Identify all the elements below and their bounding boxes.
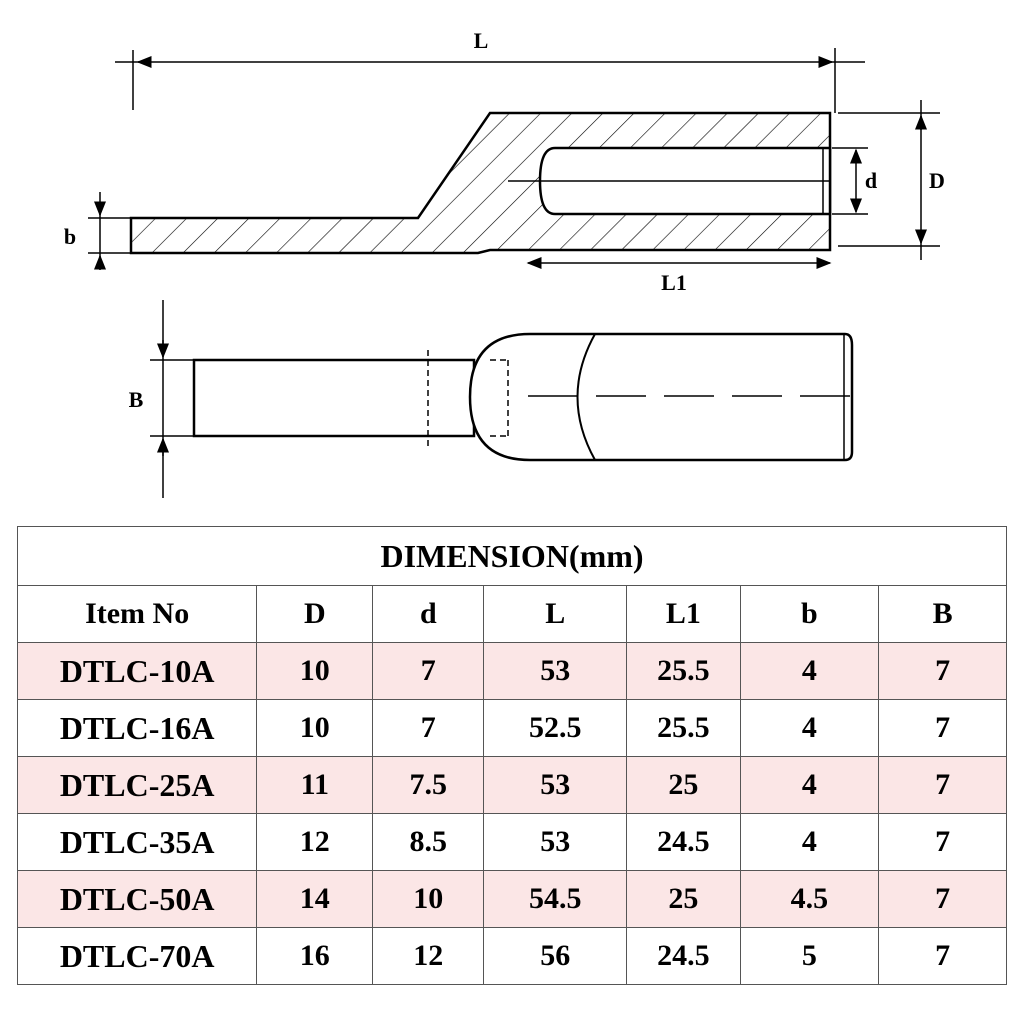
table-title: DIMENSION(mm) bbox=[17, 526, 1007, 586]
cell-B: 7 bbox=[878, 699, 1007, 757]
cell-b: 4 bbox=[739, 642, 880, 700]
cell-D: 16 bbox=[256, 927, 374, 985]
cell-B: 7 bbox=[878, 927, 1007, 985]
table-row: DTLC-10A 10 7 53 25.5 4 7 bbox=[16, 642, 1007, 700]
header-b: b bbox=[739, 585, 880, 643]
table-row: DTLC-16A 10 7 52.5 25.5 4 7 bbox=[16, 699, 1007, 757]
cell-L: 56 bbox=[483, 927, 628, 985]
cell-b: 5 bbox=[739, 927, 880, 985]
cell-b: 4 bbox=[739, 756, 880, 814]
cell-b: 4.5 bbox=[739, 870, 880, 928]
cell-d: 7 bbox=[372, 699, 485, 757]
cell-b: 4 bbox=[739, 699, 880, 757]
cell-L1: 25.5 bbox=[626, 642, 741, 700]
cell-d: 12 bbox=[372, 927, 485, 985]
cell-B: 7 bbox=[878, 756, 1007, 814]
cell-D: 11 bbox=[256, 756, 374, 814]
cell-d: 7.5 bbox=[372, 756, 485, 814]
cell-D: 14 bbox=[256, 870, 374, 928]
lug-technical-drawing: L L1 D d b bbox=[64, 28, 945, 498]
cell-item-no: DTLC-10A bbox=[16, 642, 258, 700]
cell-B: 7 bbox=[878, 813, 1007, 871]
cell-L1: 25 bbox=[626, 756, 741, 814]
cell-D: 10 bbox=[256, 642, 374, 700]
header-L1: L1 bbox=[626, 585, 741, 643]
cell-item-no: DTLC-70A bbox=[16, 927, 258, 985]
cell-d: 7 bbox=[372, 642, 485, 700]
header-item-no: Item No bbox=[16, 585, 258, 643]
cell-D: 12 bbox=[256, 813, 374, 871]
cell-L1: 25 bbox=[626, 870, 741, 928]
cell-item-no: DTLC-50A bbox=[16, 870, 258, 928]
dim-label-L1: L1 bbox=[661, 270, 687, 295]
lug-tongue bbox=[192, 358, 476, 438]
dim-label-d: d bbox=[865, 168, 877, 193]
cell-D: 10 bbox=[256, 699, 374, 757]
cell-L: 54.5 bbox=[483, 870, 628, 928]
dim-label-B: B bbox=[129, 387, 144, 412]
cell-item-no: DTLC-16A bbox=[16, 699, 258, 757]
cell-L1: 24.5 bbox=[626, 813, 741, 871]
table-row: DTLC-35A 12 8.5 53 24.5 4 7 bbox=[16, 813, 1007, 871]
header-B: B bbox=[878, 585, 1007, 643]
cell-B: 7 bbox=[878, 642, 1007, 700]
table-row: DTLC-25A 11 7.5 53 25 4 7 bbox=[16, 756, 1007, 814]
cell-L: 53 bbox=[483, 813, 628, 871]
cell-item-no: DTLC-25A bbox=[16, 756, 258, 814]
header-d: d bbox=[372, 585, 485, 643]
cell-L1: 24.5 bbox=[626, 927, 741, 985]
table-row: DTLC-70A 16 12 56 24.5 5 7 bbox=[16, 927, 1007, 985]
header-D: D bbox=[256, 585, 374, 643]
cell-item-no: DTLC-35A bbox=[16, 813, 258, 871]
dimension-table: DIMENSION(mm) Item No D d L L1 b B DTLC-… bbox=[16, 526, 1007, 985]
dim-label-D: D bbox=[929, 168, 945, 193]
barrel-bevel-curve bbox=[576, 333, 596, 461]
cell-B: 7 bbox=[878, 870, 1007, 928]
header-L: L bbox=[483, 585, 628, 643]
cell-L1: 25.5 bbox=[626, 699, 741, 757]
table-row: DTLC-50A 14 10 54.5 25 4.5 7 bbox=[16, 870, 1007, 928]
cell-L: 53 bbox=[483, 642, 628, 700]
table-header-row: Item No D d L L1 b B bbox=[16, 585, 1007, 643]
top-view: B bbox=[129, 300, 868, 498]
dim-label-b: b bbox=[64, 224, 76, 249]
cell-L: 52.5 bbox=[483, 699, 628, 757]
cell-b: 4 bbox=[739, 813, 880, 871]
cell-d: 10 bbox=[372, 870, 485, 928]
dim-label-L: L bbox=[474, 28, 489, 53]
cell-d: 8.5 bbox=[372, 813, 485, 871]
cell-L: 53 bbox=[483, 756, 628, 814]
barrel-outline bbox=[468, 332, 854, 462]
side-section-view: L L1 D d b bbox=[64, 28, 945, 295]
